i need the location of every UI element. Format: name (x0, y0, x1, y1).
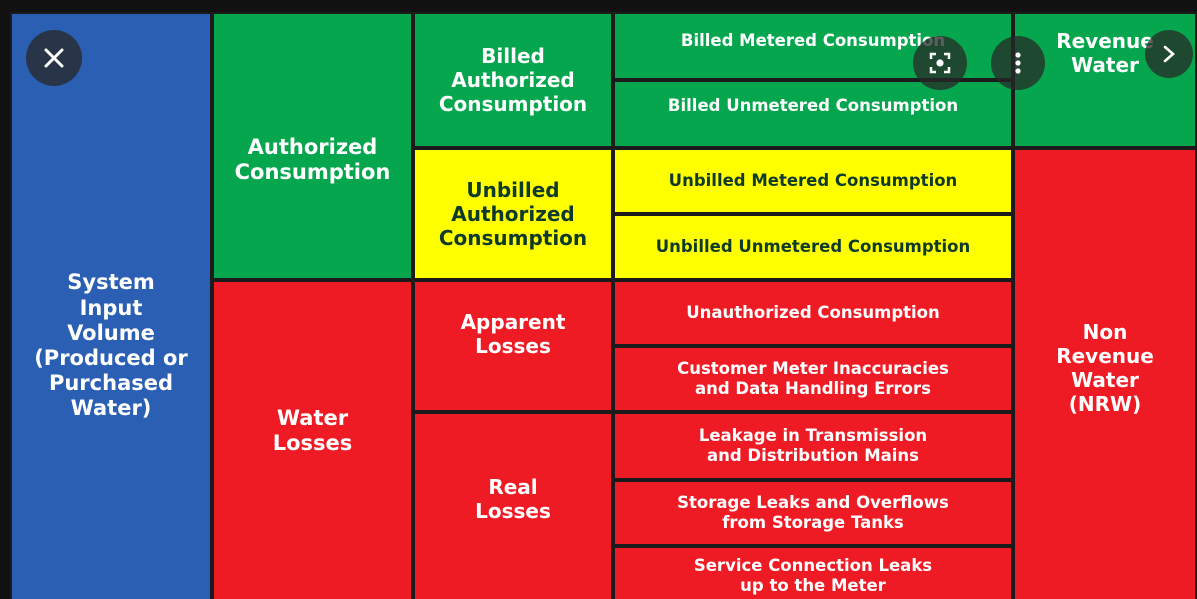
authorized-consumption-label: Authorized Consumption (234, 134, 391, 184)
lens-icon (929, 52, 951, 74)
chevron-right-icon (1163, 45, 1175, 63)
water-losses-cell: Water Losses (212, 280, 413, 599)
billed-metered-label: Billed Metered Consumption (680, 31, 946, 51)
unbilled-unmetered-label: Unbilled Unmetered Consumption (655, 237, 971, 257)
close-icon (44, 48, 64, 68)
unauthorized-consumption-label: Unauthorized Consumption (686, 303, 940, 323)
more-vertical-icon (1015, 52, 1021, 74)
real-losses-cell: Real Losses (413, 412, 613, 599)
storage-leaks-cell: Storage Leaks and Overflows from Storage… (613, 480, 1013, 546)
leakage-mains-cell: Leakage in Transmission and Distribution… (613, 412, 1013, 480)
unauthorized-consumption-cell: Unauthorized Consumption (613, 280, 1013, 346)
system-input-volume-label: System Input Volume (Produced or Purchas… (34, 270, 188, 421)
billed-authorized-cell: Billed Authorized Consumption (413, 12, 613, 148)
storage-leaks-label: Storage Leaks and Overflows from Storage… (677, 493, 949, 532)
more-options-button[interactable] (991, 36, 1045, 90)
system-input-volume-cell: System Input Volume (Produced or Purchas… (10, 12, 212, 599)
lens-button[interactable] (913, 36, 967, 90)
next-image-button[interactable] (1145, 30, 1193, 78)
close-button[interactable] (26, 30, 82, 86)
billed-unmetered-cell: Billed Unmetered Consumption (613, 80, 1013, 148)
unbilled-unmetered-cell: Unbilled Unmetered Consumption (613, 214, 1013, 280)
billed-unmetered-label: Billed Unmetered Consumption (667, 96, 959, 116)
service-leaks-label: Service Connection Leaks up to the Meter (693, 556, 933, 595)
water-losses-label: Water Losses (272, 405, 353, 455)
unbilled-authorized-cell: Unbilled Authorized Consumption (413, 148, 613, 280)
unbilled-metered-label: Unbilled Metered Consumption (668, 171, 958, 191)
revenue-water-label: Revenue Water (1056, 28, 1154, 77)
unbilled-authorized-label: Unbilled Authorized Consumption (438, 178, 588, 250)
service-leaks-cell: Service Connection Leaks up to the Meter (613, 546, 1013, 599)
leakage-mains-label: Leakage in Transmission and Distribution… (698, 426, 928, 465)
apparent-losses-label: Apparent Losses (460, 309, 566, 358)
authorized-consumption-cell: Authorized Consumption (212, 12, 413, 280)
meter-inaccuracies-label: Customer Meter Inaccuracies and Data Han… (677, 359, 949, 398)
meter-inaccuracies-cell: Customer Meter Inaccuracies and Data Han… (613, 346, 1013, 412)
non-revenue-water-cell: Non Revenue Water (NRW) (1013, 148, 1197, 599)
unbilled-metered-cell: Unbilled Metered Consumption (613, 148, 1013, 214)
apparent-losses-cell: Apparent Losses (413, 280, 613, 412)
billed-authorized-label: Billed Authorized Consumption (438, 44, 588, 116)
non-revenue-water-label: Non Revenue Water (NRW) (1056, 319, 1154, 416)
real-losses-label: Real Losses (475, 475, 551, 523)
